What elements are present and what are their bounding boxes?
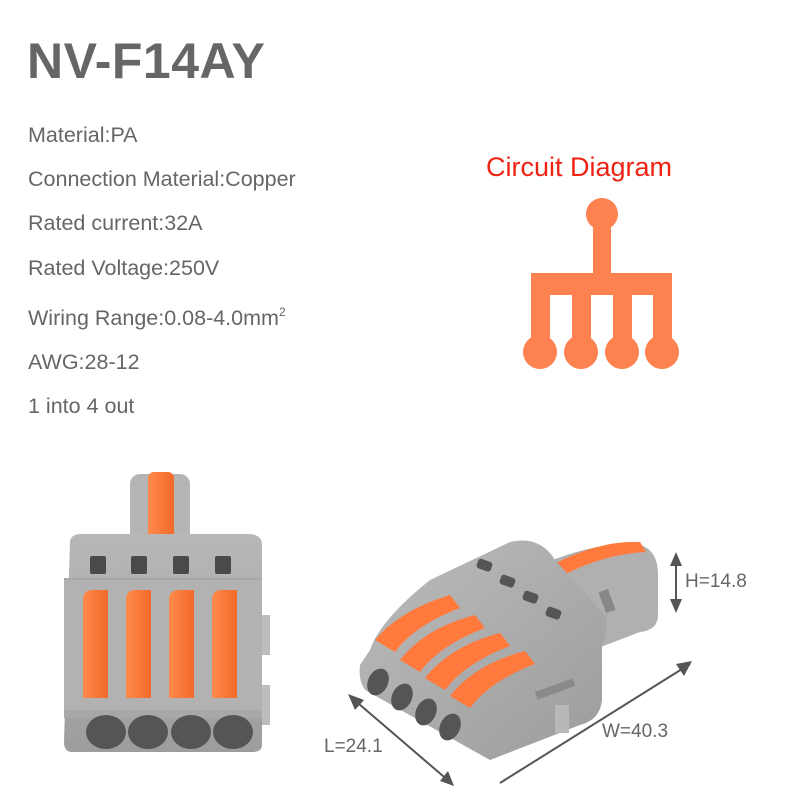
circuit-diagram-title: Circuit Diagram [486, 152, 673, 182]
spec-rated-current: Rated current:32A [28, 211, 203, 236]
product-model-title: NV-F14AY [27, 33, 266, 89]
dimension-length-label: L=24.1 [324, 736, 383, 757]
circuit-diagram-icon [523, 198, 679, 369]
spec-connection-material: Connection Material:Copper [28, 167, 296, 192]
wiring-range-text: Wiring Range:0.08-4.0mm [28, 305, 279, 330]
dimension-width-label: W=40.3 [602, 721, 669, 742]
connector-front-view [64, 472, 270, 752]
spec-in-out: 1 into 4 out [28, 394, 135, 419]
dimension-height-label: H=14.8 [685, 571, 747, 592]
spec-list: Material:PA Connection Material:Copper R… [28, 113, 296, 428]
spec-awg: AWG:28-12 [28, 350, 140, 375]
spec-rated-voltage: Rated Voltage:250V [28, 255, 220, 280]
spec-wiring-range: Wiring Range:0.08-4.0mm2 [28, 290, 296, 340]
superscript-two: 2 [278, 304, 286, 319]
spec-material: Material:PA [28, 123, 138, 147]
connector-angled-view [359, 540, 658, 760]
